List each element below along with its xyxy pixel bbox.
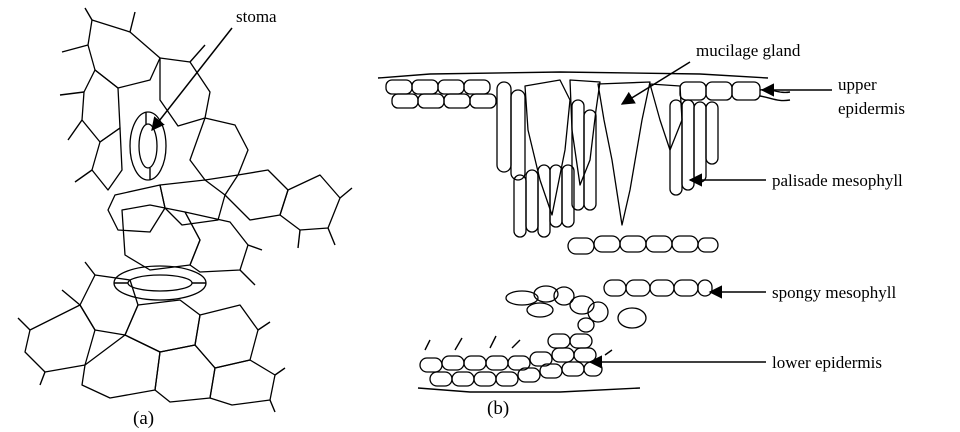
panel-a-epidermis-surface: stoma (a) [18, 7, 352, 429]
upper-epidermis-label-line1: upper [838, 75, 877, 94]
lower-epidermis-cells [418, 334, 640, 392]
epidermal-cells-network [18, 8, 352, 412]
upper-epidermis-label-line2: epidermis [838, 99, 905, 118]
mucilage-gland-label: mucilage gland [696, 41, 801, 60]
stoma-pointer [152, 28, 232, 130]
panel-a-caption: (a) [133, 408, 154, 429]
palisade-mesophyll-cells [497, 82, 718, 237]
palisade-mesophyll-label: palisade mesophyll [772, 171, 903, 190]
stoma-horizontal [114, 266, 206, 300]
panel-b-leaf-cross-section: mucilage gland upper epidermis palisade … [378, 41, 905, 419]
panel-b-caption: (b) [487, 398, 509, 419]
spongy-mesophyll-label: spongy mesophyll [772, 283, 896, 302]
lower-epidermis-label: lower epidermis [772, 353, 882, 372]
spongy-mesophyll-cells [506, 236, 718, 332]
stoma-label: stoma [236, 7, 277, 26]
stoma-vertical [130, 112, 166, 180]
mucilage-glands [525, 80, 682, 225]
upper-epidermis-cells [386, 80, 790, 108]
